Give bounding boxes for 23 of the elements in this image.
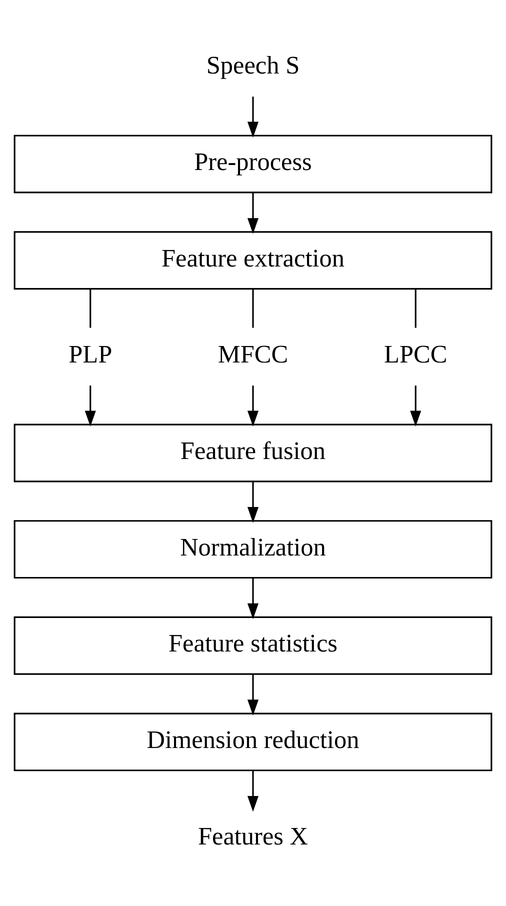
node-text: Speech S (206, 52, 300, 80)
node-box: Feature fusion (14, 424, 492, 482)
arrow (247, 386, 259, 427)
connector (90, 289, 92, 328)
node-text: MFCC (218, 340, 288, 369)
node-box: Pre-process (14, 134, 492, 194)
connector (252, 289, 254, 328)
arrow (247, 482, 259, 523)
connector (414, 289, 416, 328)
node-text: Features X (198, 822, 308, 850)
node-box: Dimension reduction (14, 712, 492, 772)
node-box: Feature statistics (14, 616, 492, 675)
arrow (247, 578, 259, 620)
arrow (410, 386, 422, 427)
node-box: Feature extraction (14, 231, 492, 290)
arrow (247, 770, 259, 812)
node-box: Normalization (14, 520, 492, 579)
node-text: LPCC (384, 340, 448, 369)
arrow (247, 674, 259, 716)
arrow (247, 96, 259, 138)
node-text: PLP (68, 340, 112, 369)
arrow (84, 386, 96, 427)
arrow (247, 192, 259, 234)
